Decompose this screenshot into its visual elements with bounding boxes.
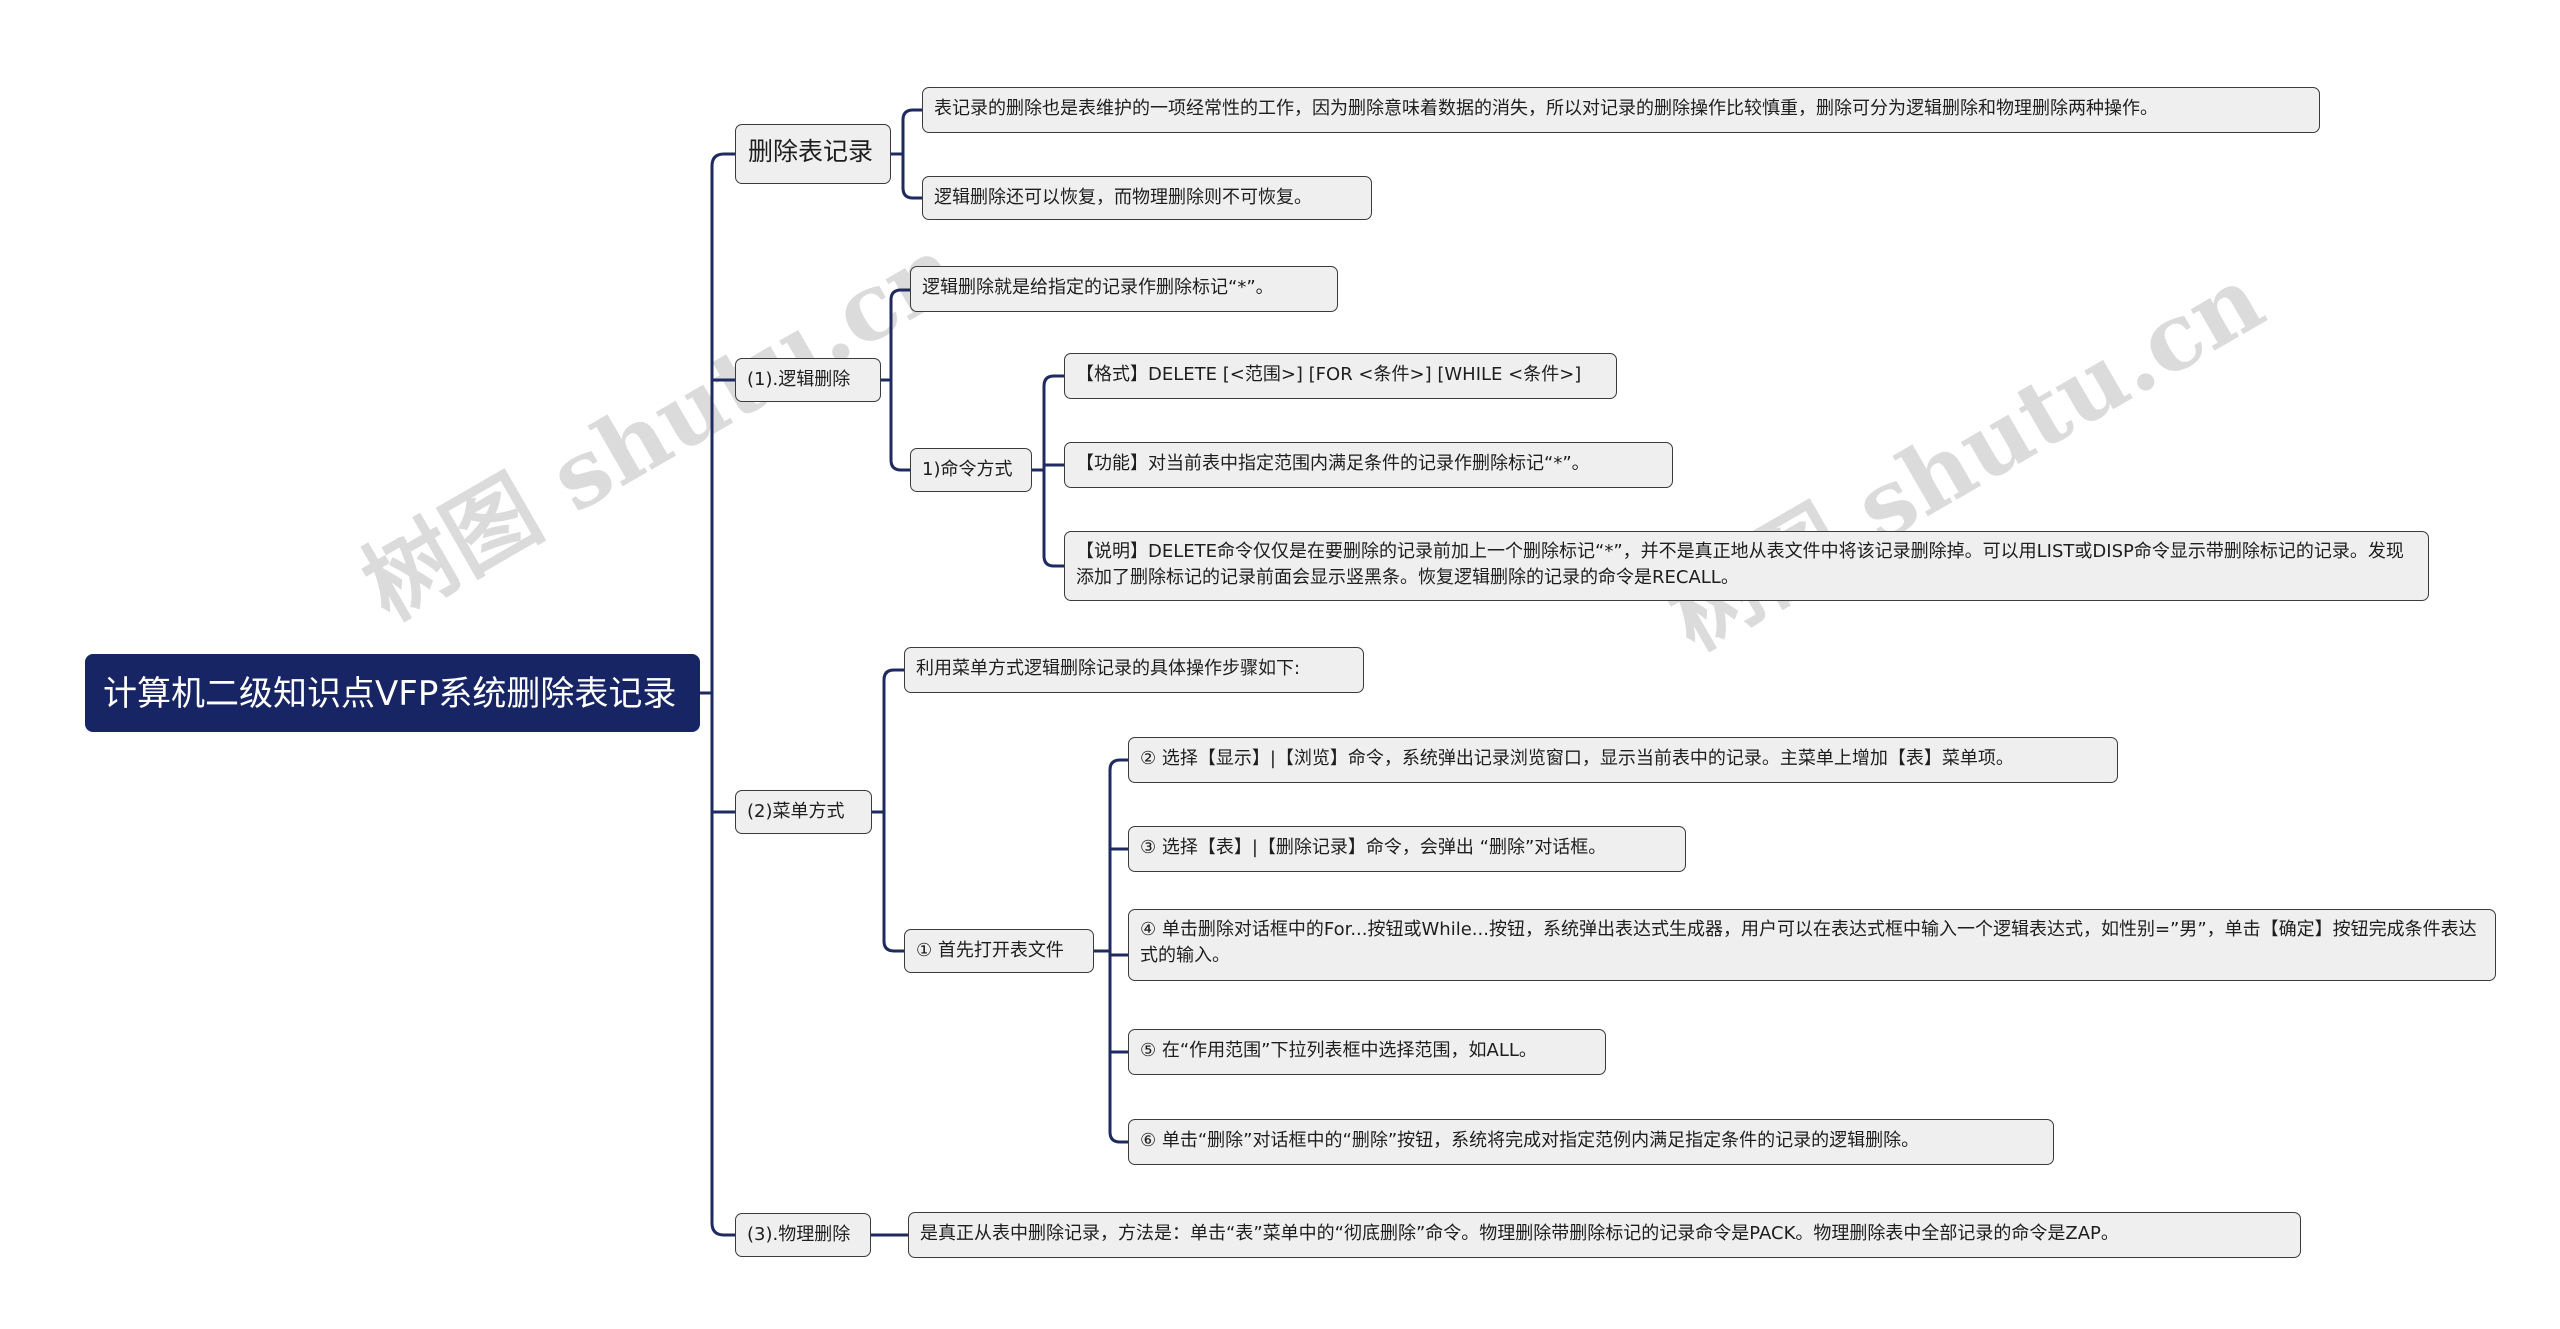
delete-records-desc-1[interactable]: 表记录的删除也是表维护的一项经常性的工作，因为删除意味着数据的消失，所以对记录的… (922, 87, 2320, 133)
command-method[interactable]: 1)命令方式 (910, 448, 1032, 492)
command-format[interactable]: 【格式】DELETE [<范围>] [FOR <条件>] [WHILE <条件>… (1064, 353, 1617, 399)
command-note[interactable]: 【说明】DELETE命令仅仅是在要删除的记录前加上一个删除标记“*”，并不是真正… (1064, 531, 2429, 601)
root-topic[interactable]: 计算机二级知识点VFP系统删除表记录 (85, 654, 700, 732)
connector-root (698, 152, 737, 1237)
branch-menu-method[interactable]: (2)菜单方式 (735, 790, 872, 834)
menu-step-scope[interactable]: ⑤ 在“作用范围”下拉列表框中选择范围，如ALL。 (1128, 1029, 1606, 1075)
delete-records-desc-2[interactable]: 逻辑删除还可以恢复，而物理删除则不可恢复。 (922, 176, 1372, 220)
open-table-file[interactable]: ① 首先打开表文件 (904, 929, 1094, 973)
connector-logical-delete (879, 288, 912, 472)
menu-step-delete-record[interactable]: ③ 选择【表】|【删除记录】命令，会弹出 “删除”对话框。 (1128, 826, 1686, 872)
menu-step-confirm[interactable]: ⑥ 单击“删除”对话框中的“删除”按钮，系统将完成对指定范例内满足指定条件的记录… (1128, 1119, 2054, 1165)
connector-menu (870, 668, 906, 953)
branch-physical-delete[interactable]: (3).物理删除 (735, 1213, 871, 1257)
physical-delete-desc[interactable]: 是真正从表中删除记录，方法是：单击“表”菜单中的“彻底删除”命令。物理删除带删除… (908, 1212, 2301, 1258)
menu-step-browse[interactable]: ② 选择【显示】|【浏览】命令，系统弹出记录浏览窗口，显示当前表中的记录。主菜单… (1128, 737, 2118, 783)
command-function[interactable]: 【功能】对当前表中指定范围内满足条件的记录作删除标记“*”。 (1064, 442, 1673, 488)
branch-delete-records[interactable]: 删除表记录 (735, 124, 891, 184)
logical-delete-desc[interactable]: 逻辑删除就是给指定的记录作删除标记“*”。 (910, 266, 1338, 312)
menu-step-expression[interactable]: ④ 单击删除对话框中的For...按钮或While...按钮，系统弹出表达式生成… (1128, 909, 2496, 981)
menu-intro[interactable]: 利用菜单方式逻辑删除记录的具体操作步骤如下: (904, 647, 1364, 693)
connector-command (1030, 374, 1066, 568)
branch-logical-delete[interactable]: (1).逻辑删除 (735, 358, 881, 402)
connector-open-file (1092, 758, 1130, 1144)
connector-delete-records (889, 108, 924, 200)
